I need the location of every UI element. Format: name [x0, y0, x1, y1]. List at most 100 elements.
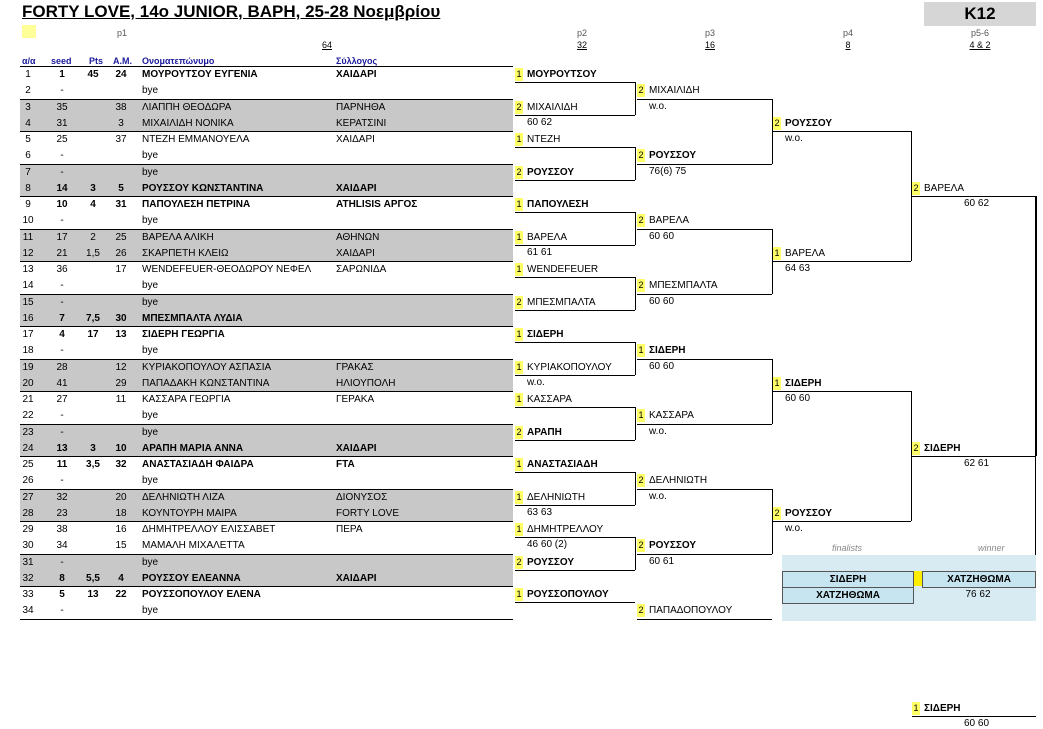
player-seed: 11	[56, 459, 68, 470]
player-name: ΠΑΠΟΥΛΕΣΗ ΠΕΤΡΙΝΑ	[142, 199, 251, 210]
player-seed: -	[60, 85, 64, 97]
player-row: 10-bye	[20, 213, 513, 229]
winner-name: ΣΙΔΕΡΗ	[924, 702, 961, 714]
player-am: 37	[115, 134, 127, 145]
seed-marker: 1	[637, 409, 645, 423]
seed-marker: 2	[637, 539, 645, 553]
player-seed: 34	[56, 540, 68, 552]
bracket-line	[635, 147, 636, 180]
bracket-line	[772, 358, 773, 424]
player-club: ΣΑΡΩΝΙΔΑ	[336, 264, 387, 275]
page-title: FORTY LOVE, 14ο JUNIOR, ΒΑΡΗ, 25-28 Νοεμ…	[22, 2, 441, 21]
seed-marker: 1	[515, 263, 523, 276]
col-header-name: Ονοματεπώνυμο	[142, 56, 215, 66]
player-pts: 3,5	[86, 459, 100, 470]
player-num: 21	[22, 394, 34, 405]
player-am: 10	[115, 442, 127, 454]
winner-name: ΡΟΥΣΣΟΥ	[649, 540, 697, 552]
winner-name: ΒΑΡΕΛΑ	[785, 247, 826, 259]
player-seed: -	[60, 410, 64, 422]
player-name: bye	[142, 426, 159, 438]
winner-name: ΔΕΛΗΝΙΩΤΗ	[649, 475, 708, 487]
player-am: 5	[118, 182, 124, 194]
player-num: 15	[22, 296, 34, 308]
winner-name: ΠΑΠΟΥΛΕΣΗ	[527, 199, 589, 210]
seed-marker: 1	[515, 198, 523, 211]
player-num: 7	[25, 166, 31, 178]
player-pts: 13	[87, 589, 99, 600]
bracket-line	[635, 277, 636, 310]
player-am: 26	[115, 247, 127, 259]
player-club: ΧΑΙΔΑΡΙ	[336, 69, 377, 80]
round-p3-size: 16	[704, 40, 715, 50]
player-seed: 17	[56, 231, 68, 243]
bracket-line	[772, 98, 773, 164]
seed-marker: 1	[515, 523, 523, 536]
match-score: w.o.	[785, 523, 803, 534]
bracket-line	[637, 98, 772, 100]
player-seed: 41	[56, 377, 68, 389]
player-num: 18	[22, 345, 34, 357]
bracket-line	[1036, 196, 1037, 456]
player-seed: 7	[59, 312, 65, 324]
player-seed: 10	[56, 199, 68, 210]
player-name: bye	[142, 345, 159, 357]
bracket-line	[20, 196, 513, 197]
col-header-pts: Pts	[89, 56, 104, 66]
player-name: ΛΙΑΠΠΗ ΘΕΟΔΩΡΑ	[142, 101, 232, 113]
match-score: 60 60	[785, 393, 811, 404]
player-am: 11	[115, 394, 127, 405]
round-p2-label: p2	[576, 28, 587, 38]
player-name: bye	[142, 296, 159, 308]
player-num: 34	[22, 605, 34, 617]
player-seed: 31	[56, 117, 68, 129]
player-num: 17	[22, 329, 34, 340]
seed-marker: 2	[515, 295, 523, 309]
winner-name: ΣΙΔΕΡΗ	[527, 329, 564, 340]
bracket-line	[515, 114, 635, 116]
player-am: 31	[115, 199, 127, 210]
bracket-line	[773, 131, 911, 132]
seed-marker: 2	[515, 555, 523, 569]
player-club: FORTY LOVE	[336, 507, 399, 519]
seed-marker: 2	[637, 214, 645, 228]
winner-name: WENDEFEUER	[527, 264, 599, 275]
round-p1-size: 64	[321, 40, 332, 50]
match-score: 60 60	[649, 230, 675, 242]
player-num: 29	[22, 524, 34, 535]
player-club: ΚΕΡΑΤΣΙΝΙ	[336, 117, 387, 129]
player-seed: -	[60, 605, 64, 617]
bracket-line	[635, 342, 636, 375]
bracket-line	[637, 358, 772, 360]
player-name: ΔΗΜΗΤΡΕΛΛΟΥ ΕΛΙΣΣΑΒΕΤ	[142, 524, 276, 535]
bracket-line	[515, 147, 635, 149]
player-num: 30	[22, 540, 34, 552]
player-seed: 14	[56, 182, 68, 194]
player-num: 33	[22, 589, 34, 600]
seed-marker: 1	[515, 68, 523, 81]
player-name: ΜΑΜΑΛΗ ΜΙΧΑΛΕΤΤΑ	[142, 540, 245, 552]
player-name: bye	[142, 475, 159, 487]
player-pts: 1,5	[86, 247, 100, 259]
player-seed: -	[60, 280, 64, 292]
match-score: w.o.	[527, 376, 545, 388]
player-seed: 36	[56, 264, 68, 275]
bracket-line	[515, 439, 635, 441]
player-seed: 8	[59, 572, 65, 584]
col-header-am: Α.Μ.	[113, 56, 132, 66]
bracket-line	[1035, 196, 1036, 456]
match-score: w.o.	[649, 425, 667, 437]
player-name: ΠΑΠΑΔΑΚΗ ΚΩΝΣΤΑΝΤΙΝΑ	[142, 377, 270, 389]
match-score: 63 63	[527, 506, 553, 518]
player-name: ΝΤΕΖΗ ΕΜΜΑΝΟΥΕΛΑ	[142, 134, 250, 145]
bracket-line	[20, 423, 513, 425]
player-seed: -	[60, 556, 64, 568]
player-am: 30	[115, 312, 127, 324]
winner-name: ΜΠΕΣΜΠΑΛΤΑ	[649, 280, 718, 292]
